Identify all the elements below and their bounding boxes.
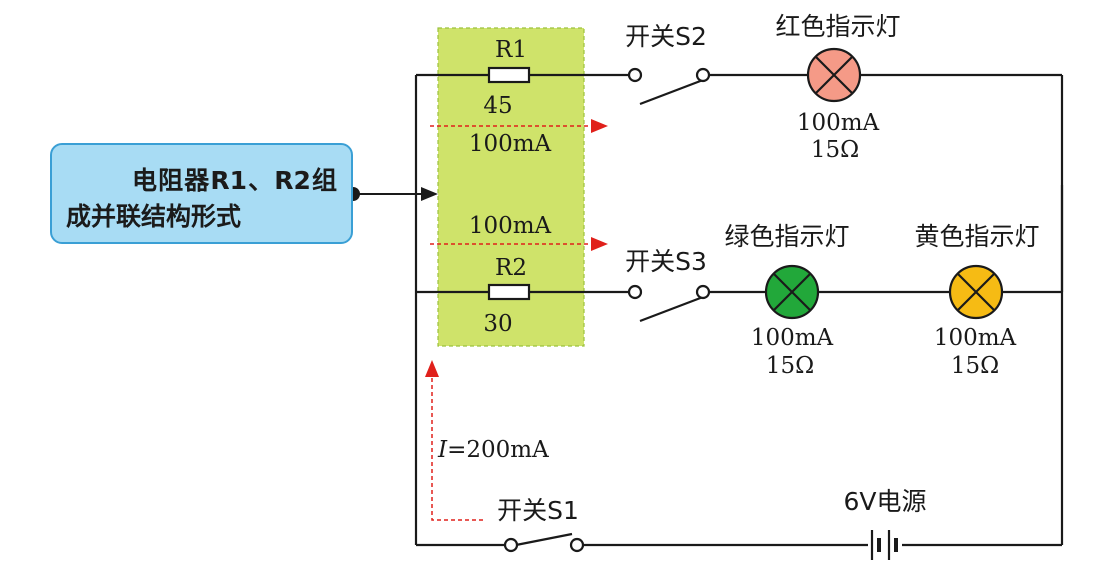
switch-s3-label: 开关S3 xyxy=(625,247,707,276)
resistor-r2-name: R2 xyxy=(495,255,527,281)
yellow-lamp-label: 黄色指示灯 xyxy=(914,222,1039,251)
main-current-arrow xyxy=(431,374,483,521)
power-label: 6V电源 xyxy=(843,487,926,516)
main-current-label: I=200mA xyxy=(437,437,549,463)
callout-pointer-arrowhead xyxy=(421,187,438,201)
branch1-arrowhead xyxy=(591,119,608,133)
red-lamp-current: 100mA xyxy=(797,110,880,136)
red-lamp-icon xyxy=(806,47,862,103)
main-current-symbol: I xyxy=(437,437,448,463)
green-lamp-label: 绿色指示灯 xyxy=(724,222,849,251)
switch-s2-label: 开关S2 xyxy=(625,22,707,51)
yellow-lamp-icon xyxy=(948,264,1004,320)
resistor-r1-name: R1 xyxy=(495,37,527,63)
branch2-arrowhead xyxy=(591,237,608,251)
yellow-lamp-current: 100mA xyxy=(934,325,1017,351)
green-lamp-current: 100mA xyxy=(751,325,834,351)
red-lamp-label: 红色指示灯 xyxy=(775,12,900,41)
resistor-r2 xyxy=(487,283,531,301)
main-current-arrowhead xyxy=(425,360,439,377)
green-lamp-resistance: 15Ω xyxy=(766,353,814,379)
branch2-current-label: 100mA xyxy=(469,213,552,239)
yellow-lamp-resistance: 15Ω xyxy=(951,353,999,379)
resistor-r2-value: 30 xyxy=(483,311,512,337)
branch1-current-label: 100mA xyxy=(469,131,552,157)
switch-s3 xyxy=(627,284,711,323)
switch-s2 xyxy=(627,67,711,106)
main-current-value: =200mA xyxy=(447,437,549,463)
resistor-r1 xyxy=(487,66,531,84)
switch-s1 xyxy=(503,532,585,553)
battery-icon xyxy=(870,530,898,560)
switch-s1-label: 开关S1 xyxy=(497,496,579,525)
red-lamp-resistance: 15Ω xyxy=(811,137,859,163)
resistor-annotation-callout: 电阻器R1、R2组成并联结构形式 xyxy=(50,143,353,244)
green-lamp-icon xyxy=(764,264,820,320)
resistor-r1-value: 45 xyxy=(483,93,512,119)
